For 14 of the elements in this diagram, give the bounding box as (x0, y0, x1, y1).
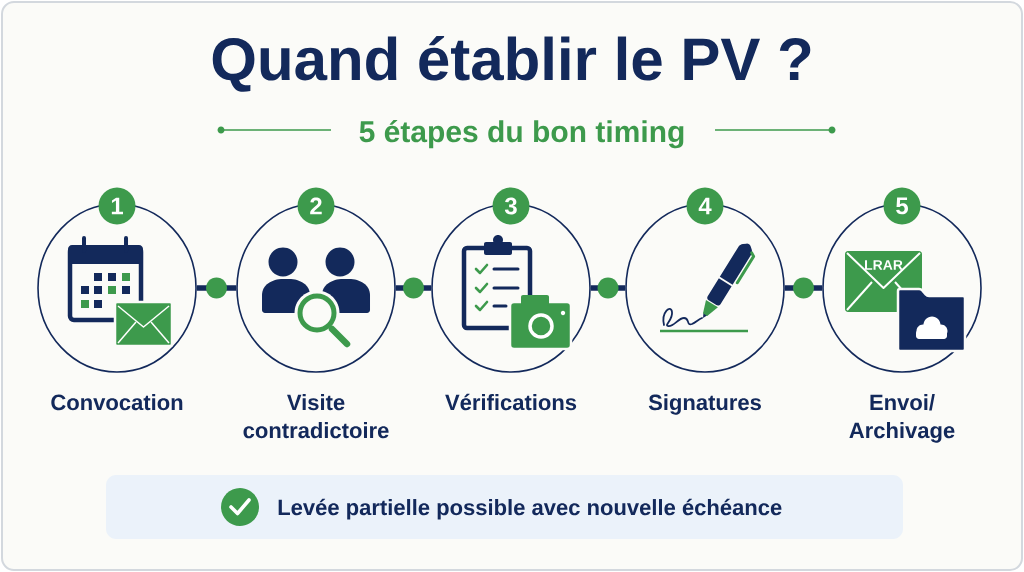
title: Quand établir le PV ? (212, 36, 811, 92)
note-box: Levée partielle possible avec nouvelle échéance (106, 475, 903, 539)
subtitle: 5 étapes du bon timing (359, 120, 684, 149)
envelope-text: LRAR (865, 260, 903, 270)
number-badge: 1 (98, 187, 136, 225)
number-badge: 2 (297, 187, 335, 225)
step-label: Envoi/ Archivage (849, 394, 955, 443)
step-label: Vérifications (445, 393, 577, 411)
number-badge: 3 (492, 187, 530, 225)
step-label: Convocation (51, 394, 183, 411)
number-badge: 5 (883, 187, 921, 225)
step-label: Signatures (648, 394, 761, 415)
number-badge: 4 (686, 187, 724, 225)
step-label: Visite contradictoire (243, 394, 389, 439)
